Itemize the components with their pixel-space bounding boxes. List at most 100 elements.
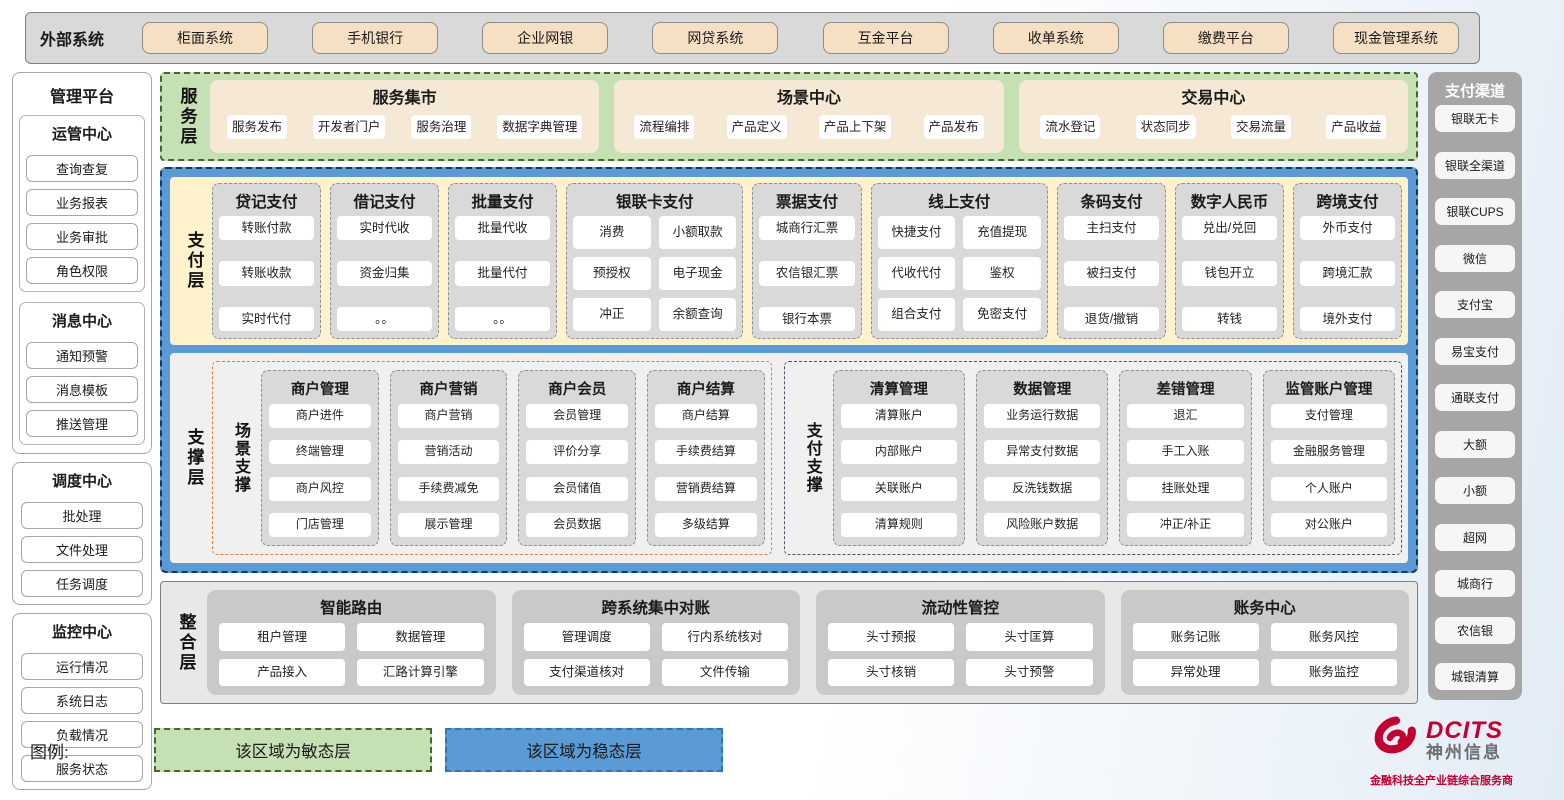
integration-group-items: 租户管理数据管理产品接入汇路计算引擎 — [219, 623, 484, 686]
management-group-title: 调度中心 — [51, 473, 112, 490]
support-group: 监管账户管理 支付管理金融服务管理个人账户对公账户 — [1262, 370, 1396, 546]
payment-function-node: 银行本票 — [759, 306, 855, 331]
payment-channel-node: 银联无卡 — [1435, 105, 1515, 132]
payment-layer-label: 支付层 — [184, 231, 204, 291]
dcits-swirl-icon — [1370, 713, 1422, 770]
support-function-node: 会员数据 — [526, 513, 629, 537]
service-group: 交易中心 流水登记状态同步交易流量产品收益 — [1018, 80, 1408, 153]
management-platform-sidebar: 管理平台 运管中心 查询查复业务报表业务审批角色权限 消息中心 通知预警消息模板… — [12, 72, 152, 790]
service-module-node: 服务治理 — [411, 114, 472, 140]
service-group-title: 服务集市 — [372, 90, 437, 107]
payment-category-title: 跨境支付 — [1316, 194, 1379, 211]
service-group: 场景中心 流程编排产品定义产品上下架产品发布 — [614, 80, 1004, 153]
payment-channel-node: 银联全渠道 — [1435, 151, 1515, 179]
legend: 图例: 该区域为敏态层该区域为稳态层 — [30, 728, 723, 772]
integration-group-items: 头寸预报头寸匡算头寸核销头寸预警 — [828, 623, 1093, 686]
support-layer: 支撑层 场景支撑 商户管理 商户进件终端管理商户风控门店管理 商户营销 — [170, 353, 1408, 563]
service-group: 服务集市 服务发布开发者门户服务治理数据字典管理 — [210, 80, 600, 153]
support-function-node: 营销活动 — [397, 440, 500, 465]
support-function-node: 手工入账 — [1127, 440, 1244, 465]
management-module-node: 查询查复 — [26, 155, 138, 182]
payment-channel-node: 农信银 — [1435, 616, 1515, 644]
external-systems-label: 外部系统 — [40, 32, 105, 49]
integration-group: 流动性管控 头寸预报头寸匡算头寸核销头寸预警 — [816, 590, 1105, 695]
legend-swatch: 该区域为稳态层 — [445, 728, 723, 772]
payment-function-node: 快捷支付 — [877, 216, 956, 249]
payment-function-node: 退货/撤销 — [1063, 306, 1159, 331]
integration-function-node: 产品接入 — [219, 658, 346, 686]
payment-function-node: 资金归集 — [337, 261, 433, 286]
support-function-node: 展示管理 — [397, 513, 500, 537]
payment-layer-columns: 贷记支付 转账付款转账收款实时代付 借记支付 实时代收资金归集。。 批量支付 批… — [212, 183, 1402, 339]
support-function-node: 商户营销 — [397, 404, 500, 428]
support-section-groups: 商户管理 商户进件终端管理商户风控门店管理 商户营销 商户营销营销活动手续费减免… — [261, 370, 765, 546]
external-system-node: 互金平台 — [822, 22, 949, 54]
support-function-node: 反洗钱数据 — [984, 476, 1101, 501]
support-group-items: 会员管理评价分享会员储值会员数据 — [526, 404, 629, 537]
support-function-node: 退汇 — [1127, 404, 1244, 428]
payment-function-node: 电子现金 — [658, 257, 737, 290]
support-group-items: 商户营销营销活动手续费减免展示管理 — [397, 404, 500, 537]
payment-function-node: 免密支付 — [963, 298, 1041, 331]
payment-category-items: 批量代收批量代付。。 — [455, 216, 551, 331]
payment-category-items: 快捷支付充值提现代收代付鉴权组合支付免密支付 — [877, 216, 1041, 331]
management-module-node: 角色权限 — [26, 257, 138, 284]
payment-function-node: 境外支付 — [1299, 306, 1395, 331]
payment-channel-node: 通联支付 — [1435, 384, 1515, 411]
legend-items: 该区域为敏态层该区域为稳态层 — [154, 728, 723, 772]
payment-function-node: 实时代收 — [337, 216, 433, 241]
integration-function-node: 行内系统核对 — [661, 623, 788, 651]
payment-channel-node: 微信 — [1435, 244, 1515, 272]
payment-category-title: 银联卡支付 — [616, 194, 694, 211]
payment-category: 批量支付 批量代收批量代付。。 — [448, 183, 558, 339]
payment-category-title: 线上支付 — [928, 194, 991, 211]
management-group-items: 运行情况系统日志负载情况服务状态 — [19, 653, 145, 782]
payment-category-items: 转账付款转账收款实时代付 — [219, 216, 315, 331]
external-systems-list: 柜面系统手机银行企业网银网贷系统互金平台收单系统缴费平台现金管理系统 — [136, 22, 1465, 54]
support-group-title: 清算管理 — [869, 382, 928, 398]
dcits-company-name: 神州信息 — [1426, 743, 1502, 763]
payment-function-node: 转账收款 — [219, 261, 315, 286]
legend-swatch: 该区域为敏态层 — [154, 728, 432, 772]
payment-function-node: 冲正 — [573, 298, 651, 331]
integration-layer-label: 整合层 — [176, 612, 196, 673]
support-function-node: 评价分享 — [526, 440, 629, 465]
payment-channel-node: 大额 — [1435, 430, 1515, 458]
support-function-node: 挂账处理 — [1127, 476, 1244, 501]
management-module-node: 批处理 — [21, 502, 143, 529]
support-group-items: 商户结算手续费结算营销费结算多级结算 — [655, 404, 757, 537]
payment-channel-node: 城银清算 — [1435, 663, 1515, 690]
management-group-title: 监控中心 — [51, 624, 112, 641]
payment-channels-title: 支付渠道 — [1444, 83, 1505, 100]
integration-group: 智能路由 租户管理数据管理产品接入汇路计算引擎 — [207, 590, 496, 695]
management-group: 消息中心 通知预警消息模板推送管理 — [19, 302, 145, 445]
payment-category-items: 外币支付跨境汇款境外支付 — [1299, 216, 1395, 331]
support-function-node: 会员管理 — [526, 404, 629, 428]
integration-function-node: 头寸预报 — [828, 623, 955, 651]
payment-function-node: 钱包开立 — [1181, 261, 1277, 286]
service-module-node: 数据字典管理 — [497, 114, 583, 140]
payment-function-node: 组合支付 — [877, 298, 956, 331]
management-group-items: 通知预警消息模板推送管理 — [24, 342, 140, 437]
integration-function-node: 异常处理 — [1132, 658, 1259, 686]
service-group-title: 场景中心 — [776, 90, 841, 107]
support-function-node: 清算规则 — [840, 513, 958, 537]
integration-function-node: 文件传输 — [661, 658, 788, 686]
management-module-node: 任务调度 — [21, 570, 143, 597]
payment-function-node: 余额查询 — [658, 298, 737, 331]
support-group: 清算管理 清算账户内部账户关联账户清算规则 — [832, 370, 966, 546]
service-module-node: 产品收益 — [1326, 114, 1387, 140]
external-system-node: 收单系统 — [992, 22, 1119, 54]
payment-function-node: 农信银汇票 — [759, 261, 855, 286]
integration-function-node: 支付渠道核对 — [523, 658, 650, 686]
support-section-label: 场景支撑 — [232, 422, 249, 494]
payment-function-node: 预授权 — [573, 257, 651, 290]
support-group-title: 差错管理 — [1156, 382, 1215, 398]
service-group-items: 流水登记状态同步交易流量产品收益 — [1027, 108, 1400, 146]
payment-channel-node: 支付宝 — [1435, 291, 1515, 318]
management-platform-panel: 管理平台 运管中心 查询查复业务报表业务审批角色权限 消息中心 通知预警消息模板… — [12, 72, 152, 454]
payment-category: 跨境支付 外币支付跨境汇款境外支付 — [1292, 183, 1402, 339]
support-function-node: 内部账户 — [840, 440, 958, 465]
service-layer-label: 服务层 — [177, 86, 197, 147]
